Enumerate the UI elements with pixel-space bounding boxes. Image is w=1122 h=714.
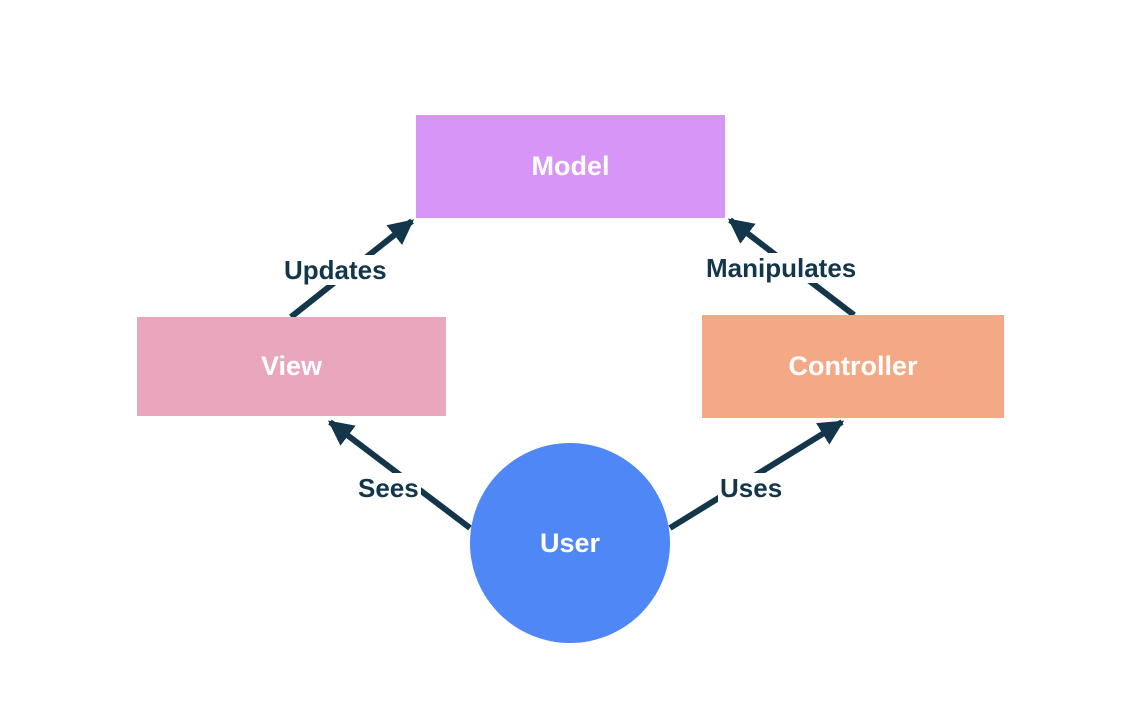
view-label: View bbox=[260, 351, 323, 381]
user-label: User bbox=[539, 527, 601, 558]
edge-label-sees: Sees bbox=[356, 473, 421, 503]
model-node: Model bbox=[416, 115, 725, 218]
view-node: View bbox=[137, 317, 446, 416]
edge-label-updates: Updates bbox=[282, 255, 389, 285]
model-label: Model bbox=[531, 151, 610, 181]
controller-label: Controller bbox=[788, 351, 918, 381]
edge-label-uses: Uses bbox=[718, 473, 785, 503]
user-node: User bbox=[470, 443, 670, 643]
controller-node: Controller bbox=[702, 315, 1004, 418]
edge-label-manipulates: Manipulates bbox=[704, 253, 859, 283]
